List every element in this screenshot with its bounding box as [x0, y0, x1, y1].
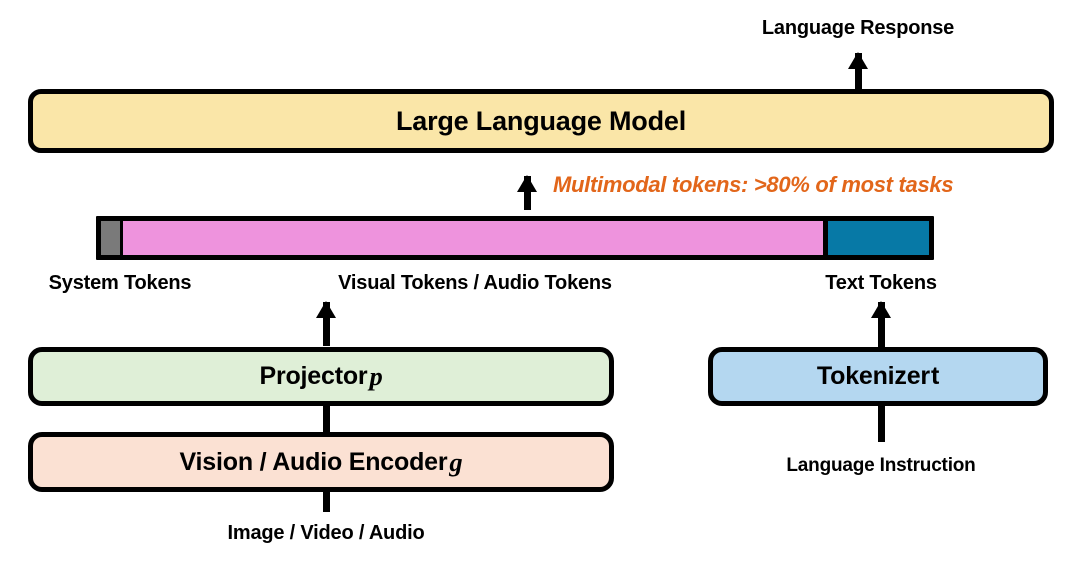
node-tokenizer[interactable]: Tokenizer t — [708, 347, 1048, 406]
node-tokenizer-variable: t — [930, 362, 940, 390]
node-projector-label: Projector — [259, 362, 368, 390]
node-projector-variable: p — [369, 361, 383, 391]
token-sequence-bar — [96, 216, 934, 260]
connector-encoder-to-projector — [322, 404, 330, 436]
node-tokenizer-label: Tokenizer — [816, 362, 930, 390]
label-language-instruction: Language Instruction — [786, 455, 976, 476]
node-large-language-model-label: Large Language Model — [395, 105, 687, 136]
token-segment-text — [827, 221, 929, 255]
label-image-video-audio: Image / Video / Audio — [227, 522, 425, 544]
node-vision-audio-encoder-label: Vision / Audio Encoder — [179, 447, 448, 476]
connector-instruction-to-tokenizer — [877, 404, 885, 442]
label-language-response: Language Response — [761, 17, 955, 39]
label-multimodal-token-share: Multimodal tokens: >80% of most tasks — [553, 172, 954, 197]
node-large-language-model[interactable]: Large Language Model — [28, 89, 1054, 153]
connector-input-to-encoder — [322, 490, 330, 512]
token-segment-visual-audio — [122, 221, 828, 255]
token-segment-system — [101, 221, 123, 255]
label-system-tokens: System Tokens — [48, 272, 192, 294]
node-vision-audio-encoder-variable: g — [449, 446, 463, 477]
node-vision-audio-encoder[interactable]: Vision / Audio Encoder g — [28, 432, 614, 492]
label-text-tokens: Text Tokens — [825, 272, 937, 294]
node-projector[interactable]: Projector p — [28, 347, 614, 406]
label-visual-audio-tokens: Visual Tokens / Audio Tokens — [338, 272, 612, 294]
